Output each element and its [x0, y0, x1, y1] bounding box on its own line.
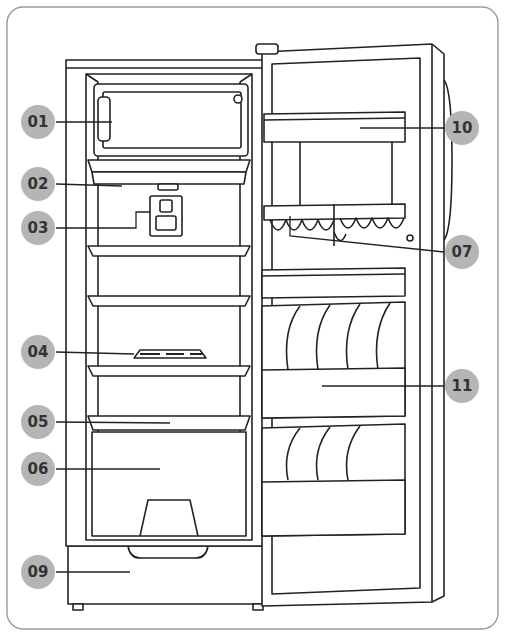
- callout-number: 06: [23, 454, 53, 484]
- callout-circles: [21, 105, 479, 589]
- callout-number: 03: [23, 213, 53, 243]
- callout-number: 05: [23, 407, 53, 437]
- callout-number: 02: [23, 169, 53, 199]
- callout-number: 09: [23, 557, 53, 587]
- leader-lines: [56, 122, 444, 572]
- callout-number: 01: [23, 107, 53, 137]
- callout-number: 11: [447, 371, 477, 401]
- callout-number: 10: [447, 113, 477, 143]
- callout-number: 04: [23, 337, 53, 367]
- callout-number: 07: [447, 237, 477, 267]
